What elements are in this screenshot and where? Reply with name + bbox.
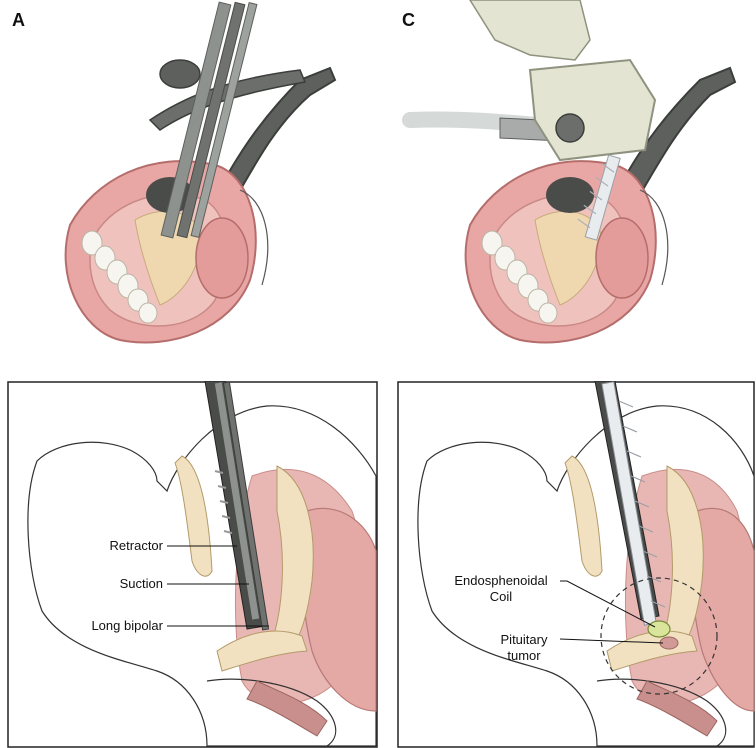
label-pituitary-tumor: Pituitary tumor (486, 632, 562, 664)
panel-a-illustration (0, 0, 370, 360)
mount-bracket (470, 0, 590, 60)
panel-b-illustration (7, 381, 378, 748)
label-coil-line1: Endosphenoidal (437, 573, 565, 589)
endosphenoidal-coil (648, 621, 670, 637)
label-suction: Suction (70, 576, 163, 592)
retractor-hook (160, 60, 200, 88)
panel-d-illustration (397, 381, 755, 748)
label-tumor-line1: Pituitary (486, 632, 562, 648)
label-endosphenoidal-coil: Endosphenoidal Coil (437, 573, 565, 605)
label-tumor-line2: tumor (486, 648, 562, 664)
label-retractor: Retractor (70, 538, 163, 554)
device-port (556, 114, 584, 142)
label-coil-line2: Coil (437, 589, 565, 605)
throat-tissue (596, 218, 648, 298)
throat-tissue (196, 218, 248, 298)
coil-device (530, 60, 655, 160)
label-long-bipolar: Long bipolar (60, 618, 163, 634)
panel-c-illustration (400, 0, 756, 360)
